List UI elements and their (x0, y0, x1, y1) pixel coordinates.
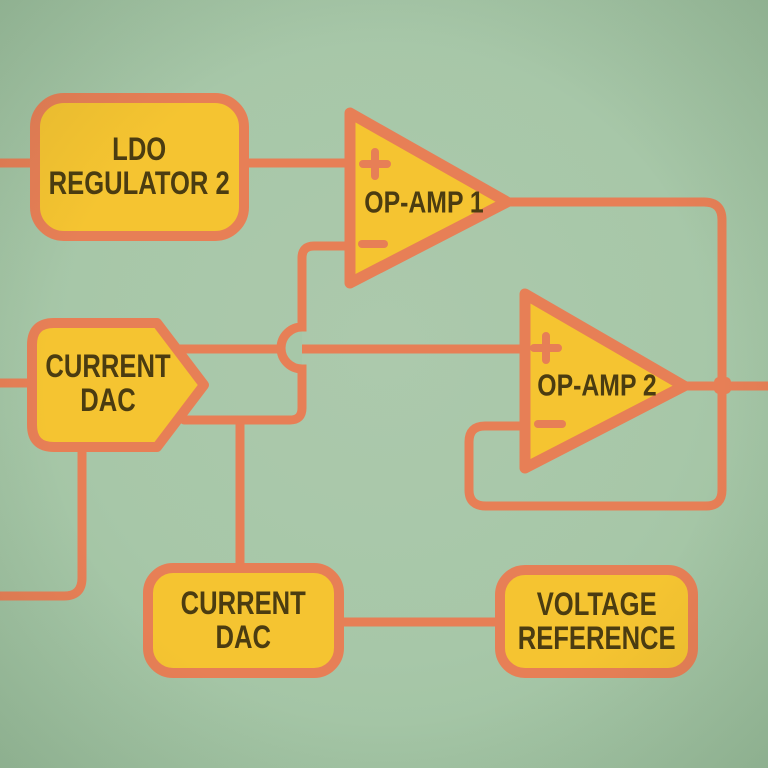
current-dac-bottom-label: CURRENT DAC (180, 584, 307, 655)
block-ldo-regulator-2: LDO REGULATOR 2 (30, 93, 249, 241)
ldo-regulator-2-label: LDO REGULATOR 2 (48, 131, 231, 201)
voltage-reference-label: VOLTAGE REFERENCE (517, 585, 676, 656)
wire-opamp1-output-to-junction (500, 197, 727, 387)
opamp1-plus-icon (359, 148, 391, 180)
current-dac-left-shape (27, 318, 209, 452)
opamp2-label: OP-AMP 2 (537, 367, 657, 403)
wire-opamp2-feedback-loop (464, 387, 727, 511)
block-current-dac-bottom: CURRENT DAC (143, 563, 344, 678)
opamp2-plus-icon (530, 332, 562, 364)
wire-opamp1-minus-with-hop (179, 241, 359, 425)
current-dac-left-label: CURRENT DAC (45, 348, 171, 418)
block-voltage-reference: VOLTAGE REFERENCE (495, 565, 698, 678)
opamp1-label: OP-AMP 1 (364, 184, 484, 220)
wire-current-dac-to-left-edge-exit (0, 438, 87, 601)
opamp1-triangle (344, 107, 513, 289)
junction-dot (714, 377, 731, 394)
